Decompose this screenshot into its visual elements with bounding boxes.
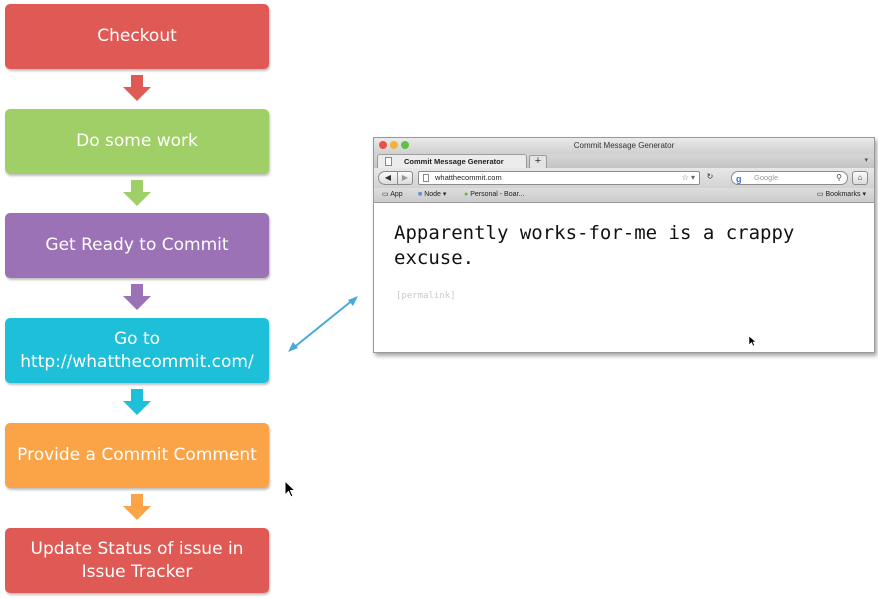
arrow-down-icon	[123, 75, 151, 101]
step-update-status: Update Status of issue in Issue Tracker	[5, 528, 269, 593]
window-title: Commit Message Generator	[573, 141, 675, 150]
leaf-icon: ●	[464, 191, 469, 198]
arrow-down-icon	[123, 180, 151, 206]
step-get-ready-label: Get Ready to Commit	[45, 235, 229, 255]
step-go-to-label: Go to	[113, 328, 161, 349]
step-get-ready: Get Ready to Commit	[5, 213, 269, 278]
bookmarks-menu-label: Bookmarks	[825, 191, 861, 198]
bookmark-node[interactable]: ■ Node ▾	[418, 191, 447, 198]
step-provide-comment: Provide a Commit Comment	[5, 423, 269, 488]
bookmark-personal[interactable]: ● Personal - Boar...	[464, 190, 524, 200]
page-icon	[423, 174, 429, 182]
new-tab-button[interactable]: +	[529, 155, 547, 169]
tab-commit-message-generator[interactable]: Commit Message Generator	[377, 154, 527, 168]
address-url: whatthecommit.com	[435, 173, 502, 182]
step-do-some-work-label: Do some work	[76, 131, 198, 151]
bookmarks-menu[interactable]: ▭ Bookmarks ▾	[816, 191, 866, 198]
search-input[interactable]: g Google ⚲	[731, 171, 848, 185]
search-placeholder: Google	[754, 173, 779, 182]
step-provide-comment-label: Provide a Commit Comment	[17, 445, 257, 465]
forward-button[interactable]: ▶	[397, 171, 413, 185]
arrow-down-icon	[123, 389, 151, 415]
page-content: Apparently works-for-me is a crappy excu…	[374, 203, 874, 352]
mouse-cursor-icon	[748, 335, 757, 347]
arrow-down-icon	[123, 284, 151, 310]
back-button[interactable]: ◀	[378, 171, 398, 185]
bookmark-personal-label: Personal - Boar...	[470, 191, 525, 198]
step-update-status-label-2: Issue Tracker	[81, 561, 193, 582]
step-checkout-label: Checkout	[97, 26, 177, 46]
minimize-icon[interactable]	[390, 141, 398, 149]
close-icon[interactable]	[379, 141, 387, 149]
reload-button[interactable]: ↻	[706, 172, 714, 181]
folder-icon: ■	[418, 191, 423, 198]
double-arrow-connector	[288, 296, 358, 352]
step-update-status-label: Update Status of issue in	[30, 538, 244, 559]
bookmarks-bar: ▭ App ■ Node ▾ ● Personal - Boar... ▭ Bo…	[374, 188, 874, 203]
google-icon: g	[736, 174, 742, 184]
navigation-bar: ◀ ▶ whatthecommit.com ☆ ▾ ↻ g Google ⚲ ⌂	[374, 168, 874, 188]
home-button[interactable]: ⌂	[852, 171, 868, 185]
step-checkout: Checkout	[5, 4, 269, 69]
tab-label: Commit Message Generator	[404, 157, 504, 166]
browser-titlebar: Commit Message Generator	[374, 138, 874, 154]
commit-message: Apparently works-for-me is a crappy excu…	[394, 222, 795, 269]
step-do-some-work: Do some work	[5, 109, 269, 174]
browser-window: Commit Message Generator Commit Message …	[373, 137, 875, 353]
bookmark-app-label: App	[390, 191, 403, 198]
bookmark-node-label: Node	[424, 191, 441, 198]
bookmark-star-icon[interactable]: ☆ ▾	[681, 173, 695, 182]
zoom-icon[interactable]	[401, 141, 409, 149]
tab-bar: Commit Message Generator + ▾	[374, 154, 874, 169]
tab-list-icon[interactable]: ▾	[864, 157, 868, 164]
search-icon[interactable]: ⚲	[836, 173, 842, 182]
arrow-down-icon	[123, 494, 151, 520]
address-bar[interactable]: whatthecommit.com ☆ ▾	[418, 171, 700, 185]
permalink-link[interactable]: [permalink]	[396, 291, 456, 301]
step-go-to-url: http://whatthecommit.com/	[20, 351, 254, 372]
bookmark-app[interactable]: ▭ App	[382, 191, 403, 198]
mouse-cursor-icon	[284, 480, 296, 498]
step-go-to: Go to http://whatthecommit.com/	[5, 318, 269, 383]
page-icon	[385, 157, 392, 166]
